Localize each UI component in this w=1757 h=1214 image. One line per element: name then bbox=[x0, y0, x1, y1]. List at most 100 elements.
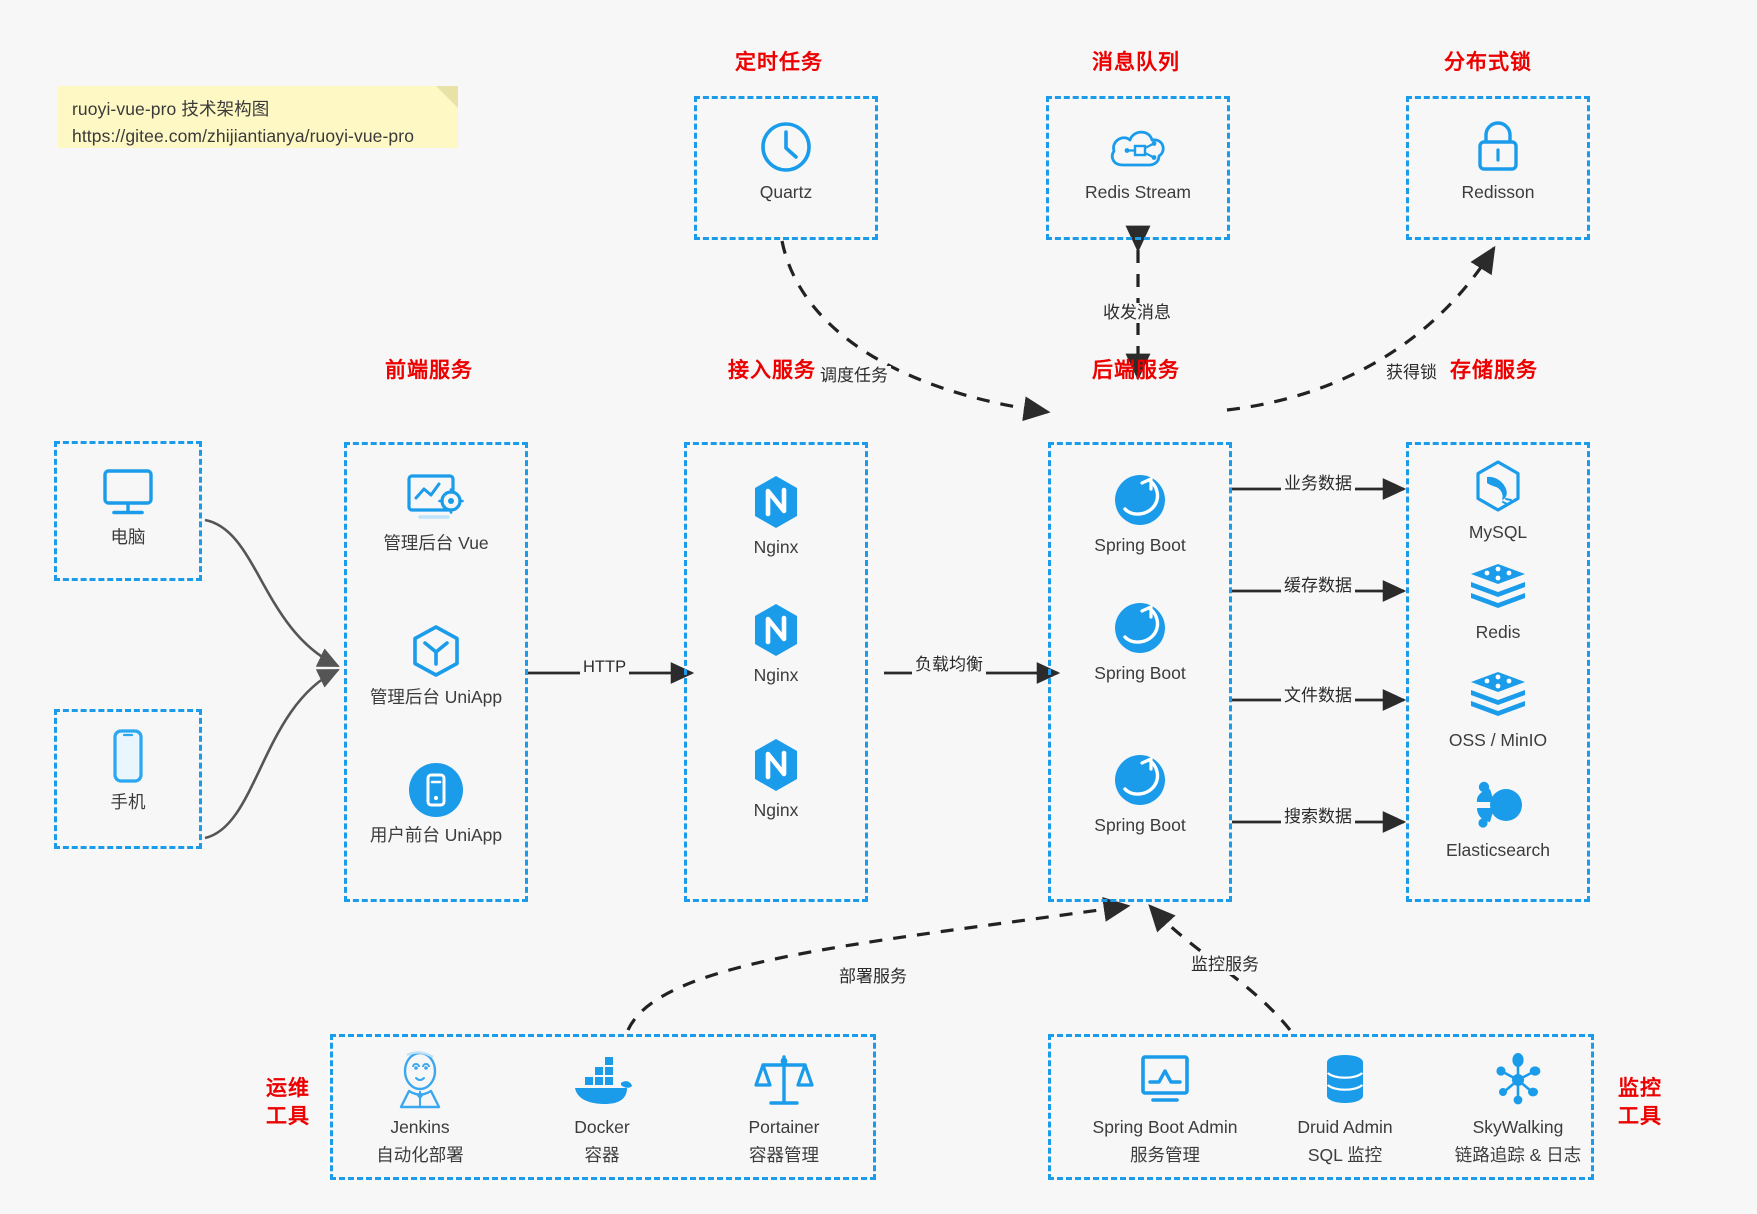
node-sublabel: 容器管理 bbox=[749, 1144, 819, 1165]
node-skywalking[interactable]: SkyWalking 链路追踪 & 日志 bbox=[1433, 1048, 1603, 1167]
jenkins-butler-icon bbox=[345, 1048, 495, 1112]
node-oss-minio[interactable]: OSS / MinIO bbox=[1423, 665, 1573, 753]
node-portainer[interactable]: Portainer 容器管理 bbox=[709, 1048, 859, 1167]
node-spring-boot-3[interactable]: Spring Boot bbox=[1065, 750, 1215, 838]
docker-whale-icon bbox=[527, 1048, 677, 1112]
node-label: Docker bbox=[574, 1117, 630, 1137]
mobile-app-circle-icon bbox=[361, 760, 511, 820]
devops-title-line1: 运维 bbox=[266, 1077, 310, 1100]
group-box-client-desktop bbox=[54, 441, 202, 581]
node-label: Nginx bbox=[753, 537, 799, 557]
node-label: Elasticsearch bbox=[1445, 840, 1551, 860]
node-spring-boot-2[interactable]: Spring Boot bbox=[1065, 598, 1215, 686]
group-title-storage-service: 存储服务 bbox=[1450, 359, 1538, 382]
spring-boot-icon bbox=[1065, 750, 1215, 810]
spring-boot-icon bbox=[1065, 470, 1215, 530]
node-elasticsearch[interactable]: Elasticsearch bbox=[1423, 775, 1573, 863]
node-sublabel: 容器 bbox=[584, 1144, 620, 1165]
node-label: Druid Admin bbox=[1297, 1117, 1393, 1137]
spring-boot-icon bbox=[1065, 598, 1215, 658]
nginx-icon bbox=[701, 600, 851, 660]
node-spring-boot-1[interactable]: Spring Boot bbox=[1065, 470, 1215, 558]
node-admin-vue[interactable]: 管理后台 Vue bbox=[361, 468, 511, 556]
node-spring-boot-admin[interactable]: Spring Boot Admin 服务管理 bbox=[1075, 1048, 1255, 1167]
spring-boot-admin-monitor-icon bbox=[1075, 1048, 1255, 1112]
node-label: Spring Boot bbox=[1094, 663, 1186, 683]
node-nginx-1[interactable]: Nginx bbox=[701, 472, 851, 560]
node-quartz[interactable]: Quartz bbox=[711, 117, 861, 205]
node-label: Nginx bbox=[753, 665, 799, 685]
monitor-title-line2: 工具 bbox=[1618, 1105, 1662, 1129]
edge-label-cache-data: 缓存数据 bbox=[1281, 576, 1355, 597]
node-label: 管理后台 Vue bbox=[383, 533, 489, 553]
edge-label-business-data: 业务数据 bbox=[1281, 474, 1355, 495]
mobile-phone-icon bbox=[53, 727, 203, 787]
node-label: 用户前台 UniApp bbox=[369, 825, 503, 845]
node-redisson[interactable]: Redisson bbox=[1423, 117, 1573, 205]
mysql-dolphin-icon bbox=[1423, 457, 1573, 517]
monitor-title-line1: 监控 bbox=[1618, 1077, 1662, 1100]
nginx-icon bbox=[701, 735, 851, 795]
edge-label-search-data: 搜索数据 bbox=[1281, 807, 1355, 828]
node-label: Spring Boot Admin bbox=[1092, 1117, 1238, 1137]
redis-stack-icon bbox=[1423, 557, 1573, 617]
node-label: Spring Boot bbox=[1094, 815, 1186, 835]
edge-label-acquire-lock: 获得锁 bbox=[1383, 363, 1440, 384]
node-admin-uniapp[interactable]: 管理后台 UniApp bbox=[361, 622, 511, 710]
node-label: SkyWalking bbox=[1472, 1117, 1564, 1137]
note-url: https://gitee.com/zhijiantianya/ruoyi-vu… bbox=[72, 126, 415, 147]
node-label: Portainer bbox=[748, 1117, 820, 1137]
node-label: 管理后台 UniApp bbox=[369, 687, 503, 707]
group-box-devops-tools bbox=[330, 1034, 876, 1180]
node-label: 手机 bbox=[110, 792, 146, 812]
edge-label-deploy-service: 部署服务 bbox=[836, 967, 910, 988]
node-nginx-2[interactable]: Nginx bbox=[701, 600, 851, 688]
node-sublabel: 自动化部署 bbox=[376, 1144, 464, 1165]
node-druid-admin[interactable]: Druid Admin SQL 监控 bbox=[1265, 1048, 1425, 1167]
edge-label-schedule-task: 调度任务 bbox=[817, 366, 891, 387]
elasticsearch-icon bbox=[1423, 775, 1573, 835]
group-box-backend-service bbox=[1048, 442, 1232, 902]
group-title-distributed-lock: 分布式锁 bbox=[1444, 51, 1532, 74]
edge-label-file-data: 文件数据 bbox=[1281, 686, 1355, 707]
node-redis-stream[interactable]: Redis Stream bbox=[1063, 117, 1213, 205]
group-box-monitor-tools bbox=[1048, 1034, 1594, 1180]
node-label: OSS / MinIO bbox=[1448, 730, 1548, 750]
node-label: 电脑 bbox=[110, 527, 146, 547]
node-docker[interactable]: Docker 容器 bbox=[527, 1048, 677, 1167]
nginx-icon bbox=[701, 472, 851, 532]
redis-stream-cloud-icon bbox=[1063, 117, 1213, 177]
group-title-message-queue: 消息队列 bbox=[1092, 51, 1180, 74]
group-title-devops-tools: 运维 工具 bbox=[258, 1075, 318, 1132]
node-nginx-3[interactable]: Nginx bbox=[701, 735, 851, 823]
dashboard-gear-icon bbox=[361, 468, 511, 528]
node-user-uniapp[interactable]: 用户前台 UniApp bbox=[361, 760, 511, 848]
redis-stack-icon bbox=[1423, 665, 1573, 725]
clock-icon bbox=[711, 117, 861, 177]
edge-label-load-balance: 负载均衡 bbox=[912, 655, 986, 676]
group-title-frontend-service: 前端服务 bbox=[385, 359, 473, 382]
group-title-scheduled-task: 定时任务 bbox=[735, 51, 823, 74]
desktop-computer-icon bbox=[53, 462, 203, 522]
group-box-message-queue bbox=[1046, 96, 1230, 240]
node-sublabel: 服务管理 bbox=[1130, 1144, 1200, 1165]
edge-label-http: HTTP bbox=[580, 658, 630, 678]
node-mysql[interactable]: MySQL bbox=[1423, 457, 1573, 545]
portainer-scales-icon bbox=[709, 1048, 859, 1112]
edge-label-monitor-service: 监控服务 bbox=[1188, 955, 1262, 976]
node-sublabel: 链路追踪 & 日志 bbox=[1454, 1144, 1582, 1165]
node-redis[interactable]: Redis bbox=[1423, 557, 1573, 645]
group-title-backend-service: 后端服务 bbox=[1092, 359, 1180, 382]
node-client-mobile[interactable]: 手机 bbox=[53, 727, 203, 815]
group-box-access-service bbox=[684, 442, 868, 902]
group-box-storage-service bbox=[1406, 442, 1590, 902]
padlock-icon bbox=[1423, 117, 1573, 177]
node-client-desktop[interactable]: 电脑 bbox=[53, 462, 203, 550]
node-label: Jenkins bbox=[390, 1117, 450, 1137]
node-label: Redis bbox=[1475, 622, 1521, 642]
group-box-frontend-service bbox=[344, 442, 528, 902]
node-label: Nginx bbox=[753, 800, 799, 820]
node-jenkins[interactable]: Jenkins 自动化部署 bbox=[345, 1048, 495, 1167]
group-box-scheduled-task bbox=[694, 96, 878, 240]
